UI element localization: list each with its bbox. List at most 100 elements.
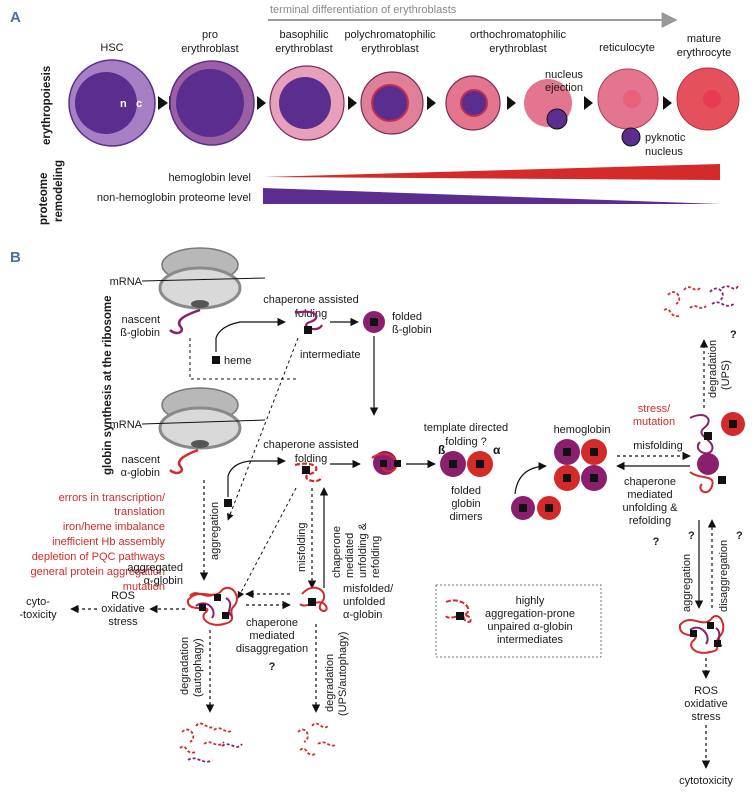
pyknotic-nucleus: pyknotic nucleus: [621, 127, 686, 158]
misfolded-hemoglobin: [689, 412, 745, 494]
error-4: inefficient Hb assembly: [52, 536, 165, 548]
ortho-label-2: erythroblast: [489, 43, 546, 55]
folding-intermediate-chain: [294, 310, 324, 331]
nucleus-ejection-2: ejection: [545, 82, 583, 94]
misfolded-alpha-2: unfolded: [343, 596, 385, 608]
degradation-autophagy-1: degradation: [179, 637, 191, 695]
legend-box: highly aggregation-prone unpaired α-glob…: [435, 584, 602, 658]
chaperone-folding-mid-1: chaperone assisted: [263, 439, 358, 451]
heme-arrow-alpha: [227, 456, 286, 497]
ribosome-middle: [158, 387, 242, 450]
mrna-bottom-label: mRNA: [110, 419, 143, 431]
aggregated-alpha-2: α-globin: [144, 575, 183, 587]
arrow-icon: [348, 96, 357, 110]
ribosome-top: [158, 247, 242, 310]
misfolding-right-label: misfolding: [633, 440, 683, 452]
q-agg-right: ?: [688, 530, 695, 542]
folded-beta-2: ß-globin: [392, 324, 432, 336]
pyknotic-label-1: pyknotic: [645, 132, 686, 144]
heme-square: [370, 318, 378, 326]
arrow-icon: [257, 96, 266, 110]
chaperone-folding-top-2: folding: [295, 308, 327, 320]
degraded-fragments-mid: [297, 722, 337, 756]
cytotoxicity-right: cytotoxicity: [679, 775, 733, 787]
chaperone-mid-1: chaperone: [331, 526, 343, 578]
ros-right-3: stress: [691, 711, 721, 723]
misfolded-alpha-1: misfolded/: [343, 583, 394, 595]
folded-globin-dimer: [440, 451, 493, 477]
arrow-icon: [507, 96, 516, 110]
poly-label-1: polychromatophilic: [344, 29, 436, 41]
ros-right-2: oxidative: [684, 698, 727, 710]
cytotox-left-1: cyto-: [26, 596, 50, 608]
legend-line-3: unpaired α-globin: [487, 621, 572, 633]
hemoglobin-wedge: [263, 164, 720, 180]
heme-square: [302, 466, 310, 474]
basophilic-cell: [269, 65, 345, 141]
folded-beta-1: folded: [392, 311, 422, 323]
chaperone-refold-right-1: chaperone: [624, 476, 676, 488]
mature-label-1: mature: [687, 33, 721, 45]
heme-square: [304, 326, 312, 334]
chaperone-folding-mid-2: folding: [295, 453, 327, 465]
hsc-label: HSC: [100, 42, 123, 54]
pro-label-1: pro: [202, 29, 218, 41]
folded-dimers-3: dimers: [449, 511, 483, 523]
pro-label-2: erythroblast: [181, 43, 238, 55]
orthochromatophilic-cell: [445, 75, 501, 131]
arrow-icon: [584, 96, 593, 110]
aggregated-alpha-1: aggregated: [127, 562, 183, 574]
misfolded-alpha-globin: [299, 586, 328, 612]
proteome-label-1: proteome: [38, 173, 50, 225]
arrow-icon: [663, 96, 672, 110]
chaperone-disagg-1: chaperone: [246, 617, 298, 629]
aggregation-right-label: aggregation: [681, 554, 693, 612]
panel-b-letter: B: [10, 249, 21, 266]
ortho-label-1: orthochromatophilic: [470, 29, 566, 41]
hsc-c-label: c: [136, 98, 142, 110]
ros-right-1: ROS: [694, 685, 718, 697]
differentiation-label: terminal differentiation of erythroblast…: [270, 4, 457, 16]
chaperone-folding-top-1: chaperone assisted: [263, 294, 358, 306]
degraded-fragments-top-right: [663, 285, 739, 318]
dimer-second: [511, 496, 561, 520]
aggregation-left-label: aggregation: [209, 502, 221, 560]
panel-a-letter: A: [10, 9, 21, 26]
heme-label: heme: [224, 355, 252, 367]
dashed-beta-to-aggregate: [226, 337, 299, 521]
disaggregation-right-label: disaggregation: [718, 540, 730, 612]
error-2: translation: [114, 506, 165, 518]
pyknotic-label-2: nucleus: [645, 146, 683, 158]
nascent-alpha-1: nascent: [121, 454, 160, 466]
hemoglobin-label: hemoglobin: [554, 424, 611, 436]
chaperone-mid-4: refolding: [370, 536, 382, 578]
nascent-beta-2: ß-globin: [120, 327, 160, 339]
nascent-beta-1: nascent: [121, 314, 160, 326]
degradation-ups-1: degradation: [707, 340, 719, 398]
error-causes-list: errors in transcription/ translation iro…: [30, 492, 165, 593]
nucleus-ejection-1: nucleus: [545, 69, 583, 81]
ros-left-2: oxidative: [101, 603, 144, 615]
reticulocyte-cell: [597, 68, 659, 130]
reti-label: reticulocyte: [599, 42, 655, 54]
misfolded-alpha-3: α-globin: [343, 609, 382, 621]
q-ups-right: ?: [730, 329, 737, 341]
hsc-cell: n c: [68, 59, 156, 147]
legend-line-2: aggregation-prone: [485, 608, 575, 620]
polychromatophilic-cell: [360, 71, 424, 135]
baso-label-2: erythroblast: [275, 43, 332, 55]
stress-label-2: mutation: [633, 416, 675, 428]
nascent-alpha-chain: [169, 448, 199, 475]
degraded-fragments-left: [179, 722, 243, 763]
folded-dimers-2: globin: [451, 498, 480, 510]
error-6: general protein aggregation: [30, 566, 165, 578]
nascent-alpha-2: α-globin: [121, 467, 160, 479]
hemoglobin-level-label: hemoglobin level: [168, 172, 251, 184]
chaperone-refold-right-2: mediated: [627, 489, 672, 501]
erythropoiesis-label: erythropoiesis: [41, 66, 53, 145]
nascent-beta-chain: [169, 308, 201, 335]
q-refold-right: ?: [653, 536, 660, 548]
dashed-link-beta: [189, 338, 299, 380]
error-3: iron/heme imbalance: [63, 521, 165, 533]
assembling-dimer: [371, 451, 401, 475]
